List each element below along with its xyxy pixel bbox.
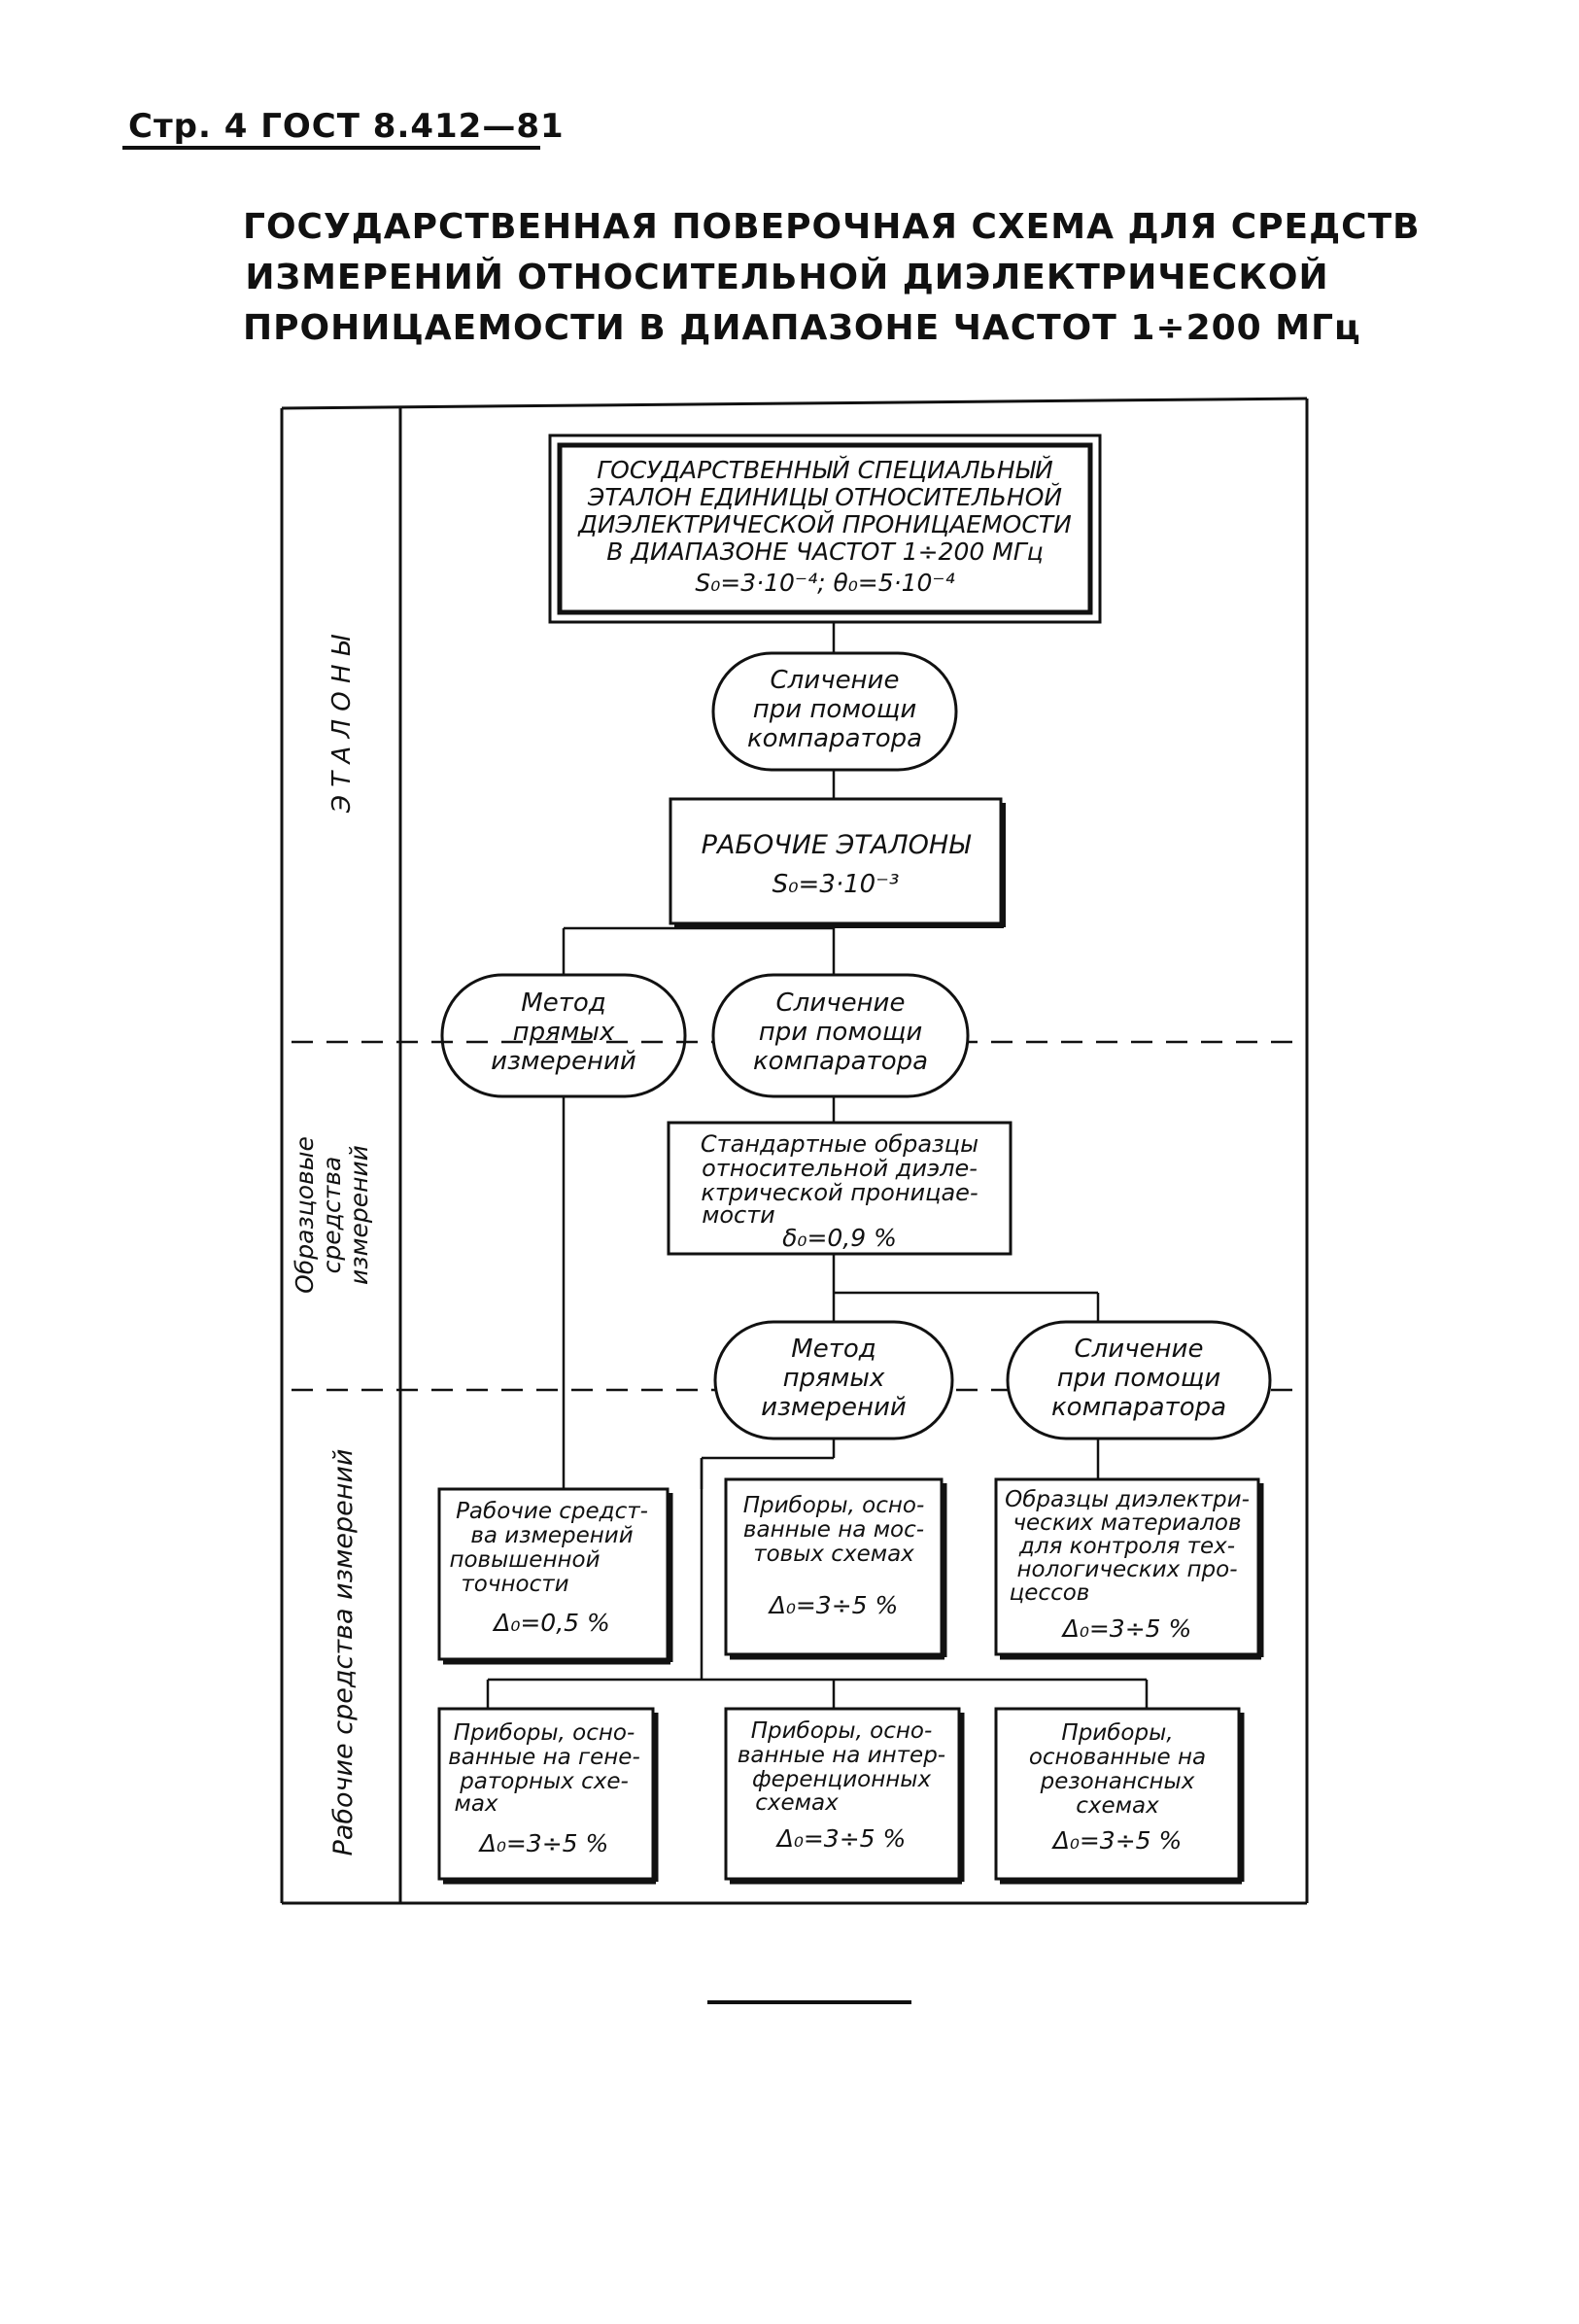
- generator-instruments-box: Приборы, осно- ванные на гене- раторных …: [437, 1707, 659, 1885]
- state-standard-box: ГОСУДАРСТВЕННЫЙ СПЕЦИАЛЬНЫЙ ЭТАЛОН ЕДИНИ…: [548, 434, 1102, 624]
- comparison-2-line-1: Сличение: [776, 989, 906, 1018]
- section-label-reference-2: средства: [318, 1157, 346, 1274]
- interference-instruments-box: Приборы, осно- ванные на интер- ференцио…: [724, 1707, 965, 1885]
- reference-samples-error: δ₀=0,9 %: [782, 1224, 897, 1252]
- state-standard-line-2: ЭТАЛОН ЕДИНИЦЫ ОТНОСИТЕЛЬНОЙ: [587, 483, 1062, 511]
- working-high-accuracy-box: Рабочие средст- ва измерений повышенной …: [437, 1487, 673, 1665]
- resonance-error: Δ₀=3÷5 %: [1051, 1826, 1183, 1855]
- interference-line-2: ванные на интер-: [738, 1743, 945, 1768]
- dielectric-line-5: цессов: [1010, 1580, 1090, 1606]
- generator-line-4: мах: [454, 1791, 498, 1817]
- working-standards-box: РАБОЧИЕ ЭТАЛОНЫ S₀=3·10⁻³: [669, 797, 1006, 928]
- comparison-2-line-3: компаратора: [753, 1047, 928, 1076]
- footer-rule: [707, 2000, 911, 2004]
- interference-line-1: Приборы, осно-: [751, 1718, 933, 1744]
- interference-error: Δ₀=3÷5 %: [775, 1824, 907, 1853]
- high-accuracy-line-3: повышенной: [449, 1547, 600, 1573]
- dielectric-line-4: нологических про-: [1016, 1557, 1237, 1582]
- state-standard-line-3: ДИЭЛЕКТРИЧЕСКОЙ ПРОНИЦАЕМОСТИ: [577, 510, 1072, 538]
- working-standards-error: S₀=3·10⁻³: [772, 870, 900, 899]
- reference-samples-line-2: относительной диэле-: [702, 1155, 978, 1182]
- direct-method-node-1: Метод прямых измерений: [440, 973, 687, 1098]
- title-line-1: ГОСУДАРСТВЕННАЯ ПОВЕРОЧНАЯ СХЕМА ДЛЯ СРЕ…: [243, 207, 1421, 247]
- direct-method-1-line-3: измерений: [491, 1047, 636, 1076]
- comparison-1-line-1: Сличение: [771, 666, 900, 695]
- comparison-node-3: Сличение при помощи компаратора: [1006, 1320, 1272, 1440]
- reference-samples-box: Стандартные образцы относительной диэле-…: [667, 1121, 1013, 1256]
- dielectric-error: Δ₀=3÷5 %: [1061, 1614, 1192, 1643]
- page-header: Стр. 4 ГОСТ 8.412—81: [128, 107, 565, 146]
- comparison-node-1: Сличение при помощи компаратора: [711, 651, 958, 772]
- high-accuracy-line-1: Рабочие средст-: [456, 1499, 648, 1524]
- resonance-instruments-box: Приборы, основанные на резонансных схема…: [994, 1707, 1245, 1885]
- bridge-error: Δ₀=3÷5 %: [768, 1591, 899, 1619]
- state-standard-line-4: В ДИАПАЗОНЕ ЧАСТОТ 1÷200 МГц: [606, 538, 1043, 566]
- section-label-reference-1: Образцовые: [291, 1136, 319, 1294]
- direct-method-node-2: Метод прямых измерений: [713, 1320, 954, 1440]
- working-standards-title: РАБОЧИЕ ЭТАЛОНЫ: [702, 830, 973, 860]
- direct-method-2-line-2: прямых: [783, 1364, 885, 1393]
- comparison-3-line-2: при помощи: [1057, 1364, 1220, 1393]
- scheme-title: ГОСУДАРСТВЕННАЯ ПОВЕРОЧНАЯ СХЕМА ДЛЯ СРЕ…: [243, 202, 1421, 354]
- comparison-1-line-3: компаратора: [747, 724, 922, 753]
- direct-method-1-line-2: прямых: [513, 1018, 615, 1047]
- comparison-1-line-2: при помощи: [753, 695, 916, 724]
- direct-method-2-line-1: Метод: [791, 1335, 875, 1364]
- state-standard-line-1: ГОСУДАРСТВЕННЫЙ СПЕЦИАЛЬНЫЙ: [597, 456, 1053, 484]
- header-underline: [122, 146, 540, 150]
- dielectric-line-3: для контроля тех-: [1018, 1534, 1235, 1559]
- direct-method-1-line-1: Метод: [521, 989, 605, 1018]
- high-accuracy-line-4: точности: [461, 1572, 568, 1597]
- title-line-3: ПРОНИЦАЕМОСТИ В ДИАПАЗОНЕ ЧАСТОТ 1÷200 М…: [243, 308, 1361, 348]
- resonance-line-2: основанные на: [1029, 1745, 1206, 1770]
- bridge-line-1: Приборы, осно-: [743, 1493, 925, 1518]
- resonance-line-3: резонансных: [1040, 1769, 1195, 1794]
- comparison-3-line-3: компаратора: [1051, 1393, 1226, 1422]
- reference-samples-line-1: Стандартные образцы: [701, 1130, 978, 1158]
- high-accuracy-line-2: ва измерений: [470, 1523, 633, 1548]
- interference-line-4: схемах: [755, 1790, 839, 1816]
- state-standard-error: S₀=3·10⁻⁴; θ₀=5·10⁻⁴: [695, 569, 954, 597]
- high-accuracy-error: Δ₀=0,5 %: [492, 1609, 610, 1637]
- dielectric-line-2: ческих материалов: [1013, 1510, 1241, 1536]
- direct-method-2-line-3: измерений: [761, 1393, 907, 1422]
- resonance-line-1: Приборы,: [1061, 1720, 1173, 1746]
- generator-line-1: Приборы, осно-: [454, 1720, 635, 1746]
- reference-samples-line-4: мости: [702, 1201, 775, 1229]
- frame-top: [281, 397, 1308, 410]
- comparison-2-line-2: при помощи: [759, 1018, 922, 1047]
- bridge-instruments-box: Приборы, осно- ванные на мос- товых схем…: [724, 1477, 947, 1660]
- generator-error: Δ₀=3÷5 %: [478, 1829, 609, 1857]
- comparison-node-2: Сличение при помощи компаратора: [711, 973, 970, 1098]
- dielectric-line-1: Образцы диэлектри-: [1005, 1487, 1250, 1512]
- section-label-reference-3: измерений: [345, 1145, 373, 1285]
- dielectric-samples-box: Образцы диэлектри- ческих материалов для…: [994, 1477, 1264, 1660]
- resonance-line-4: схемах: [1076, 1793, 1159, 1819]
- interference-line-3: ференционных: [752, 1767, 932, 1792]
- title-line-2: ИЗМЕРЕНИЙ ОТНОСИТЕЛЬНОЙ ДИЭЛЕКТРИЧЕСКОЙ: [245, 258, 1329, 297]
- comparison-3-line-1: Сличение: [1075, 1335, 1204, 1364]
- section-label-etalons: Э Т А Л О Н Ы: [327, 634, 357, 814]
- bridge-line-3: товых схемах: [753, 1542, 914, 1567]
- reference-samples-line-3: ктрической проницае-: [701, 1179, 978, 1206]
- section-label-working: Рабочие средства измерений: [328, 1449, 359, 1856]
- generator-line-3: раторных схе-: [459, 1769, 629, 1794]
- generator-line-2: ванные на гене-: [448, 1745, 640, 1770]
- bridge-line-2: ванные на мос-: [743, 1517, 924, 1543]
